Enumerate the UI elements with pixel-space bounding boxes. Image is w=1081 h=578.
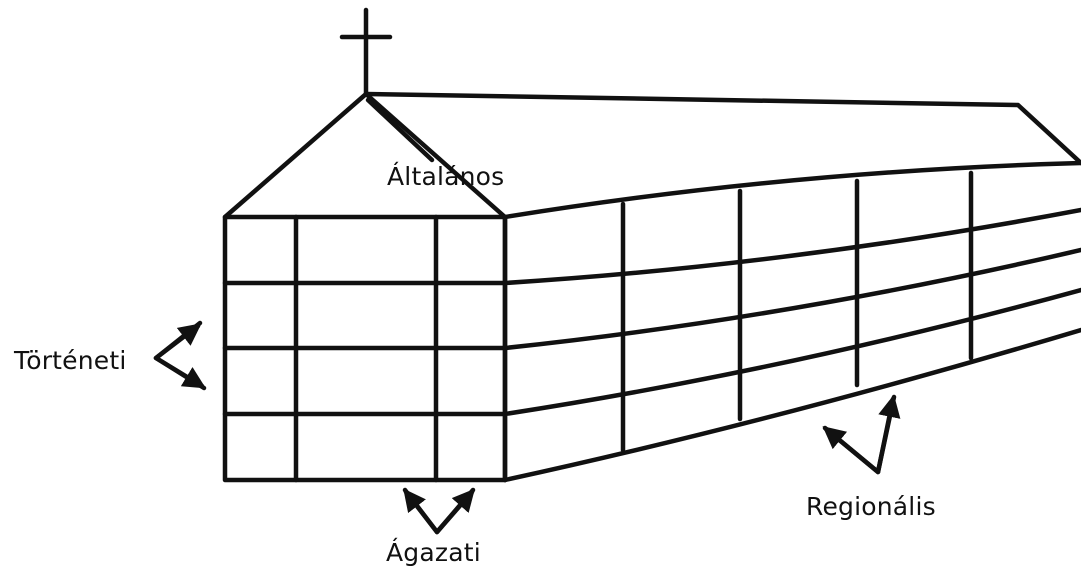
general-label: Általános [387,162,505,191]
roof-outline [222,91,1081,220]
sectoral-label: Ágazati [386,538,481,567]
regional-label: Regionális [806,492,936,521]
side-wall-grid [502,170,1081,483]
front-facade-grid [222,214,508,483]
regional-arrows [822,394,901,475]
historical-label: Történeti [14,346,127,375]
historical-arrows [153,320,207,391]
general-pointer-line [365,97,435,163]
sectoral-arrows [402,487,476,535]
cross-icon [339,7,393,97]
